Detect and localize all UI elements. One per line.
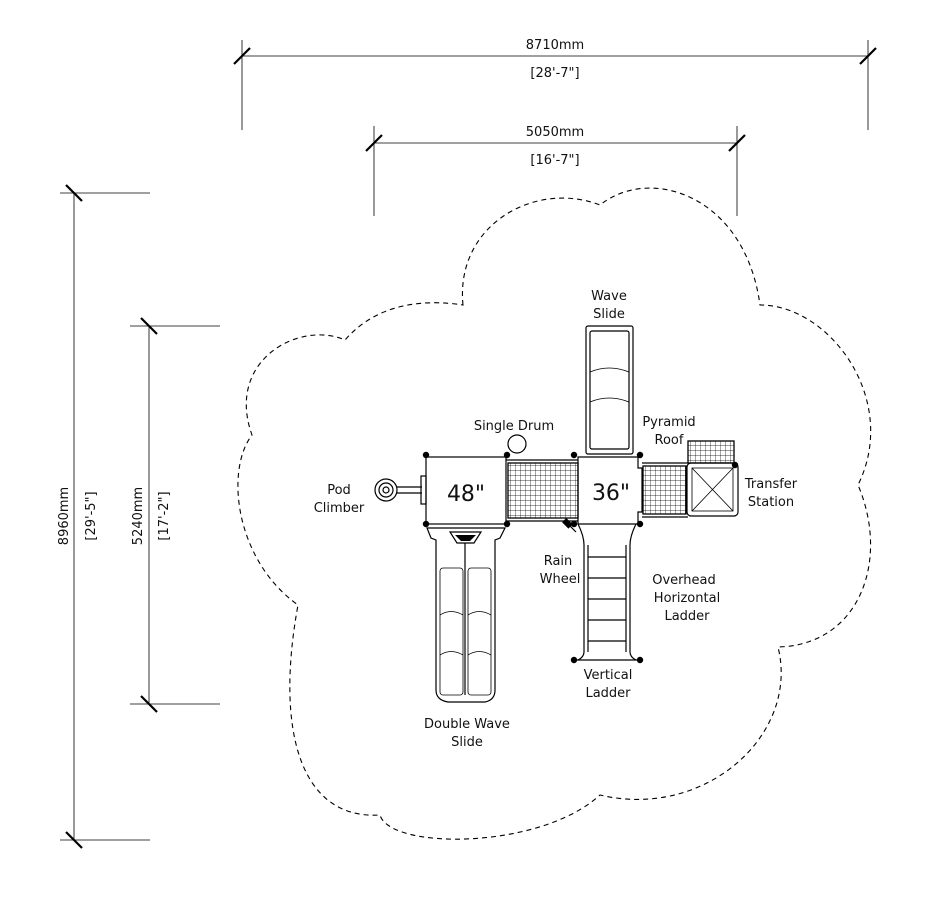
label-double-wave-slide: Double Wave Slide [424,717,510,750]
overall-depth-imperial: [29'-5"] [84,491,99,540]
safety-zone-boundary [237,187,872,840]
dimension-overall-depth: 8960mm [29'-5"] [57,184,150,849]
svg-text:Slide: Slide [451,735,483,750]
svg-text:Pod: Pod [327,483,351,498]
dimension-structure-width: 5050mm [16'-7"] [365,125,746,216]
svg-text:Rain: Rain [544,554,573,569]
structure-depth-metric: 5240mm [131,487,146,545]
support-posts [422,451,739,664]
svg-text:Vertical: Vertical [584,668,633,683]
svg-text:Climber: Climber [314,501,365,516]
svg-text:Wheel: Wheel [540,572,581,587]
dimension-structure-depth: 5240mm [17'-2"] [130,317,220,713]
deck-48-label: 48" [447,482,485,507]
svg-text:Overhead: Overhead [652,573,716,588]
label-pod-climber: Pod Climber [314,483,365,516]
label-overhead-ladder: Overhead Horizontal Ladder [652,573,720,624]
overhead-ladder [574,523,640,661]
label-wave-slide: Wave Slide [591,289,627,322]
overall-depth-metric: 8960mm [57,487,72,545]
dimension-overall-width: 8710mm [28'-7"] [233,38,877,130]
structure-width-imperial: [16'-7"] [530,153,579,168]
svg-text:Slide: Slide [593,307,625,322]
svg-text:Station: Station [748,495,794,510]
svg-text:Wave: Wave [591,289,627,304]
svg-text:Transfer: Transfer [744,477,798,492]
deck-48: 48" [425,456,507,525]
label-rain-wheel: Rain Wheel [540,554,581,587]
overall-width-imperial: [28'-7"] [530,66,579,81]
structure-depth-imperial: [17'-2"] [157,491,172,540]
rain-wheel [562,518,577,533]
svg-text:Double Wave: Double Wave [424,717,510,732]
deck-36-label: 36" [592,481,630,506]
svg-text:Horizontal: Horizontal [654,591,720,606]
svg-text:Roof: Roof [655,433,684,448]
label-pyramid-roof: Pyramid Roof [642,415,695,448]
bridge-grid [506,459,579,522]
svg-text:Ladder: Ladder [585,686,631,701]
double-wave-slide [426,527,506,703]
svg-text:Pyramid: Pyramid [642,415,695,430]
overall-width-metric: 8710mm [526,38,584,53]
label-transfer-station: Transfer Station [744,477,798,510]
single-drum [507,434,527,454]
transfer-station [686,440,739,517]
structure-width-metric: 5050mm [526,125,584,140]
bridge-grid-right [642,462,688,518]
label-single-drum: Single Drum [474,419,554,434]
wave-slide [585,325,634,455]
deck-36: 36" [577,456,643,525]
pod-climber [374,475,427,505]
svg-text:Ladder: Ladder [664,609,710,624]
label-vertical-ladder: Vertical Ladder [584,668,633,701]
